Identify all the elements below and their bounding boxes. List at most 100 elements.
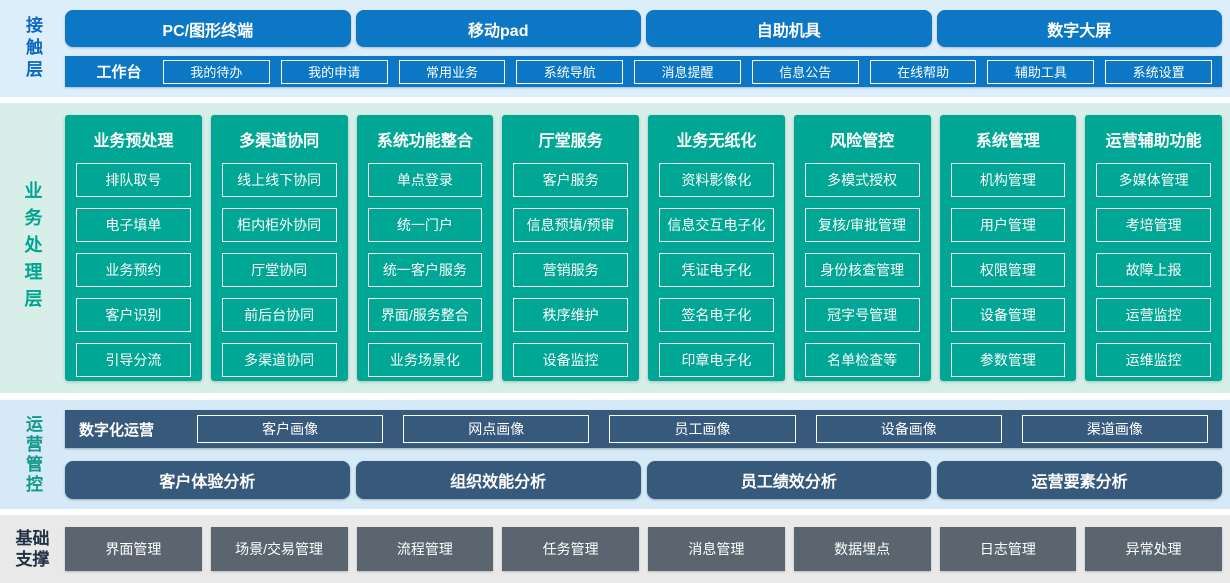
function-column-title: 系统功能整合 [376,133,473,150]
function-item: 凭证电子化 [659,253,774,287]
function-column: 运营辅助功能多媒体管理考培管理故障上报运营监控运维监控 [1085,115,1222,381]
function-column-title: 业务无纸化 [676,133,757,150]
workbench-item: 消息提醒 [634,59,741,84]
function-item: 业务预约 [76,253,191,287]
analysis-box: 运营要素分析 [937,461,1222,499]
workbench-item: 常用业务 [398,59,506,84]
foundation-item: 任务管理 [502,527,639,571]
function-item: 印章电子化 [659,343,774,377]
analysis-box: 客户体验分析 [65,461,350,499]
function-item: 名单检查等 [804,343,920,377]
function-item: 运营监控 [1096,298,1211,332]
function-item: 业务场景化 [367,343,483,377]
function-columns: 业务预处理排队取号电子填单业务预约客户识别引导分流多渠道协同线上线下协同柜内柜外… [65,103,1230,393]
profile-item: 客户画像 [197,415,384,443]
foundation-item: 消息管理 [648,527,785,571]
function-item: 冠字号管理 [804,298,920,332]
workbench-item: 我的申请 [280,59,388,84]
function-column-title: 业务预处理 [93,133,174,150]
function-column-title: 厅堂服务 [538,133,603,150]
function-item: 前后台协同 [221,298,337,332]
layer-business: 业务处理层 业务预处理排队取号电子填单业务预约客户识别引导分流多渠道协同 线上线下… [0,103,1230,393]
operations-layer-label-text: 运营管控 [23,414,42,495]
foundation-item: 场景/交易管理 [210,527,348,571]
function-item: 单点登录 [367,163,483,197]
workbench-item: 在线帮助 [869,59,977,84]
function-item: 机构管理 [950,163,1066,197]
function-column: 多渠道协同线上线下协同柜内柜外协同厅堂协同前后台协同多渠道协同 [210,115,348,381]
foundation-items: 界面管理场景/交易管理流程管理任务管理消息管理数据埋点日志管理异常处理 [65,527,1230,571]
function-item: 用户管理 [950,208,1066,242]
profile-item: 设备画像 [815,415,1002,443]
foundation-item: 流程管理 [356,527,494,571]
function-item: 签名电子化 [659,298,774,332]
function-item: 多媒体管理 [1096,163,1211,197]
function-item: 参数管理 [950,343,1066,377]
channel-box: 数字大屏 [936,10,1222,47]
operations-layer-label: 运营管控 [0,400,65,509]
function-item: 运维监控 [1096,343,1211,377]
function-column: 系统管理机构管理用户管理权限管理设备管理参数管理 [939,115,1077,381]
function-item: 资料影像化 [659,163,774,197]
function-item: 设备管理 [950,298,1066,332]
workbench-items: 我的待办我的申请常用业务系统导航消息提醒信息公告在线帮助辅助工具系统设置 [163,59,1213,84]
digital-operations-bar: 数字化运营 客户画像网点画像员工画像设备画像渠道画像 [65,410,1222,448]
operations-layer-body: 数字化运营 客户画像网点画像员工画像设备画像渠道画像 客户体验分析组织效能分析员… [65,400,1230,509]
function-item: 多模式授权 [804,163,920,197]
analysis-box: 组织效能分析 [355,461,641,499]
business-layer-label-text: 业务处理层 [22,180,43,316]
workbench-item: 信息公告 [751,59,859,84]
function-item: 多渠道协同 [221,343,337,377]
foundation-item: 界面管理 [65,527,202,571]
function-item: 复核/审批管理 [804,208,920,242]
function-column-title: 风险管控 [830,133,895,150]
function-item: 考培管理 [1096,208,1211,242]
workbench-item: 系统导航 [516,59,624,84]
function-item: 信息预填/预审 [513,208,628,242]
layer-operations: 运营管控 数字化运营 客户画像网点画像员工画像设备画像渠道画像 客户体验分析组织… [0,400,1230,509]
workbench-item: 系统设置 [1105,59,1213,84]
digital-operations-label: 数字化运营 [79,421,155,439]
profile-items: 客户画像网点画像员工画像设备画像渠道画像 [197,415,1209,443]
function-item: 秩序维护 [513,298,628,332]
function-column-title: 运营辅助功能 [1105,133,1202,150]
function-item: 权限管理 [950,253,1066,287]
function-column: 系统功能整合单点登录统一门户统一客户服务界面/服务整合业务场景化 [356,115,494,381]
function-item: 客户识别 [76,298,191,332]
analysis-box: 员工绩效分析 [646,461,932,499]
function-item: 电子填单 [76,208,191,242]
function-column: 业务预处理排队取号电子填单业务预约客户识别引导分流 [65,115,202,381]
function-item: 客户服务 [513,163,628,197]
function-item: 统一门户 [367,208,483,242]
analysis-row: 客户体验分析组织效能分析员工绩效分析运营要素分析 [65,461,1222,499]
foundation-item: 数据埋点 [793,527,931,571]
function-column: 风险管控多模式授权复核/审批管理身份核查管理冠字号管理名单检查等 [793,115,931,381]
function-item: 信息交互电子化 [659,208,774,242]
function-item: 厅堂协同 [221,253,337,287]
function-column-title: 系统管理 [975,133,1040,150]
function-item: 界面/服务整合 [367,298,483,332]
function-item: 营销服务 [513,253,628,287]
foundation-item: 异常处理 [1085,527,1222,571]
function-column: 业务无纸化资料影像化信息交互电子化凭证电子化签名电子化印章电子化 [648,115,785,381]
function-item: 设备监控 [513,343,628,377]
foundation-item: 日志管理 [939,527,1077,571]
function-item: 身份核查管理 [804,253,920,287]
foundation-layer-label: 基础支撑 [0,528,65,571]
profile-item: 渠道画像 [1021,415,1209,443]
foundation-layer-label-text: 基础支撑 [15,528,50,569]
function-item: 排队取号 [76,163,191,197]
workbench-item: 我的待办 [163,59,270,84]
function-item: 线上线下协同 [221,163,337,197]
workbench-bar: 工作台 我的待办我的申请常用业务系统导航消息提醒信息公告在线帮助辅助工具系统设置 [65,56,1222,87]
function-item: 故障上报 [1096,253,1211,287]
workbench-label: 工作台 [96,64,142,81]
channel-box: 移动pad [355,10,641,47]
profile-item: 员工画像 [609,415,796,443]
function-item: 引导分流 [76,343,191,377]
channel-box: PC/图形终端 [65,10,351,47]
